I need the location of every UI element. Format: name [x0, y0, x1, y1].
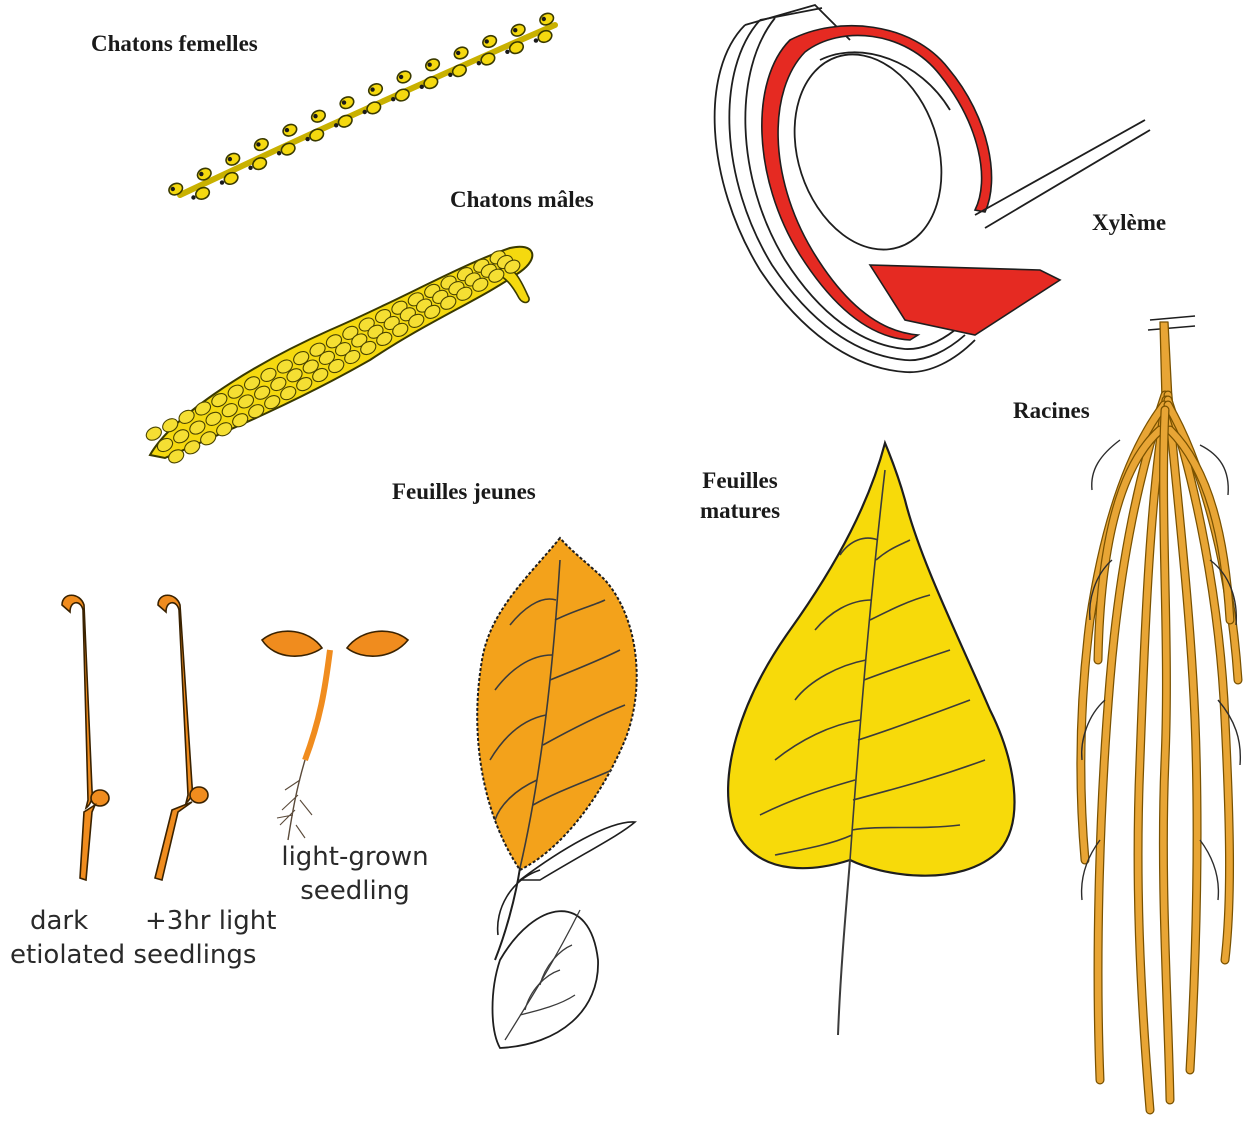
female-catkin-tip — [305, 137, 309, 141]
root-hair — [1200, 840, 1218, 900]
female-catkin-flower — [481, 34, 498, 50]
female-catkin-tip — [391, 97, 395, 101]
female-catkin-tip — [420, 85, 424, 89]
female-catkin-tip — [334, 123, 338, 127]
female-catkin-tip — [513, 28, 517, 32]
female-catkin-tip — [313, 114, 317, 118]
female-catkin-tip — [199, 172, 203, 176]
female-catkin-tip — [220, 180, 224, 184]
label-mature-leaves: Feuilles matures — [688, 466, 792, 526]
label-seedling-dark: dark — [30, 904, 88, 938]
female-catkin-tip — [542, 17, 546, 21]
label-seedling-light: +3hr light — [145, 904, 276, 938]
female-catkin-flower — [253, 137, 270, 153]
female-catkin-tip — [171, 187, 175, 191]
label-light-grown-line2: seedling — [270, 874, 440, 908]
female-catkin-tip — [285, 128, 289, 132]
label-light-grown-line1: light-grown — [270, 840, 440, 874]
young-leaf-illustration — [477, 538, 636, 1048]
female-catkin-tip — [256, 142, 260, 146]
male-catkin-illustration — [144, 247, 532, 466]
female-catkin-tip — [248, 166, 252, 170]
etiolated-seedling-illustration — [62, 595, 208, 880]
female-catkin-tip — [370, 87, 374, 91]
female-catkin-tip — [228, 157, 232, 161]
label-etiolated-seedlings: etiolated seedlings — [10, 938, 256, 972]
female-catkin-tip — [399, 75, 403, 79]
root-system-illustration — [1081, 316, 1240, 1110]
female-catkin-tip — [534, 38, 538, 42]
female-catkin-tip — [277, 151, 281, 155]
female-catkin-flower — [310, 108, 327, 124]
female-catkin-flower — [281, 122, 298, 138]
root-hair — [1092, 440, 1120, 490]
label-xylem: Xylème — [1092, 208, 1166, 238]
xylem-stem-illustration — [715, 5, 1150, 372]
label-roots: Racines — [1013, 396, 1090, 426]
label-mature-leaves-line1: Feuilles — [688, 466, 792, 496]
female-catkin-tip — [427, 63, 431, 67]
label-mature-leaves-line2: matures — [688, 496, 792, 526]
female-catkin-tip — [485, 39, 489, 43]
label-young-leaves: Feuilles jeunes — [392, 477, 536, 507]
female-catkin-tip — [363, 110, 367, 114]
female-catkin-flower — [367, 82, 384, 98]
mature-leaf-illustration — [728, 443, 1014, 1035]
light-grown-seedling-illustration — [262, 631, 408, 840]
female-catkin-tip — [191, 195, 195, 199]
female-catkin-tip — [342, 100, 346, 104]
label-light-grown-seedling: light-grown seedling — [270, 840, 440, 908]
female-catkin-tip — [456, 51, 460, 55]
female-catkin-tip — [505, 50, 509, 54]
female-catkin-flower — [338, 95, 355, 111]
female-catkin-tip — [448, 73, 452, 77]
label-male-catkins: Chatons mâles — [450, 185, 594, 215]
female-catkin-tip — [477, 61, 481, 65]
female-catkin-flower — [452, 45, 469, 61]
label-female-catkins: Chatons femelles — [91, 29, 258, 59]
female-catkin-flower — [395, 69, 412, 85]
female-catkin-flower — [424, 57, 441, 73]
